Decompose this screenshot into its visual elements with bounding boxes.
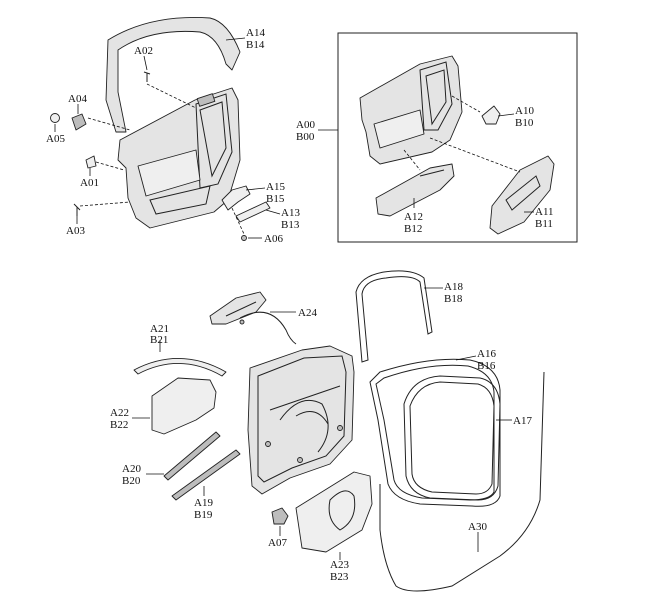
label-a21: A21 xyxy=(150,323,169,335)
label-a24: A24 xyxy=(298,307,317,319)
part-a10-clip xyxy=(481,105,501,125)
label-a17: A17 xyxy=(513,415,532,427)
label-b16: B16 xyxy=(477,360,496,372)
label-a30: A30 xyxy=(468,521,487,533)
part-a30-weatherstrip xyxy=(379,371,545,592)
part-a00-trim-panel xyxy=(359,55,463,165)
label-b19: B19 xyxy=(194,509,213,521)
label-a01: A01 xyxy=(80,177,99,189)
part-a03-pin-icon xyxy=(73,203,81,216)
part-door-shell xyxy=(247,345,355,495)
label-b23: B23 xyxy=(330,571,349,583)
detail-box: A00 B00 A10 B10 A12 B12 A11 B11 xyxy=(296,32,578,243)
label-a06: A06 xyxy=(264,233,283,245)
label-b12: B12 xyxy=(404,223,422,235)
label-a22: A22 xyxy=(110,407,129,419)
part-a02-screw-icon xyxy=(143,71,151,82)
part-a11-switch-pack xyxy=(489,155,555,235)
part-a05-clip-icon xyxy=(50,113,60,123)
label-b00: B00 xyxy=(296,131,315,143)
door-shell-assembly: A24 A21 B21 A22 B22 A20 B20 A19 B19 A0 xyxy=(110,270,545,592)
part-a06-screw-icon xyxy=(241,235,247,241)
label-b10: B10 xyxy=(515,117,534,129)
callouts-upper-left: A14 B14 A02 A04 A05 A01 A03 A15 B15 A13 … xyxy=(46,27,300,245)
label-a11: A11 xyxy=(535,206,554,218)
label-a04: A04 xyxy=(68,93,87,105)
part-a16-door-seal xyxy=(369,358,501,507)
label-a02: A02 xyxy=(134,45,153,57)
part-a17-secondary-seal xyxy=(403,375,501,501)
part-a18-glass-run-seal xyxy=(355,270,433,363)
part-a23-inner-panel xyxy=(295,471,373,553)
label-a19: A19 xyxy=(194,497,213,509)
part-a19-strip xyxy=(171,449,241,501)
label-a13: A13 xyxy=(281,207,300,219)
label-a14: A14 xyxy=(246,27,265,39)
label-b22: B22 xyxy=(110,419,128,431)
part-a20-strip xyxy=(163,431,221,481)
part-a24-exterior-handle xyxy=(209,291,267,325)
part-a14-trim-strip xyxy=(105,17,241,133)
label-a20: A20 xyxy=(122,463,141,475)
part-a07-bump-stop xyxy=(271,507,289,525)
label-b13: B13 xyxy=(281,219,300,231)
label-a23: A23 xyxy=(330,559,349,571)
part-a04-fastener-icon xyxy=(71,113,87,131)
label-a16: A16 xyxy=(477,348,496,360)
part-a13-strip xyxy=(235,201,271,223)
label-a00: A00 xyxy=(296,119,315,131)
part-a12-armrest xyxy=(375,163,455,217)
label-a18: A18 xyxy=(444,281,463,293)
label-a07: A07 xyxy=(268,537,287,549)
part-a22-window-glass xyxy=(151,377,217,435)
label-a15: A15 xyxy=(266,181,285,193)
door-trim-assembly xyxy=(50,17,271,241)
part-a01-clip-icon xyxy=(85,155,97,169)
label-a10: A10 xyxy=(515,105,534,117)
label-b11: B11 xyxy=(535,218,553,230)
detail-box-frame xyxy=(337,32,578,243)
part-a21-strip xyxy=(133,358,227,377)
label-a12: A12 xyxy=(404,211,423,223)
part-a15-bracket xyxy=(221,185,251,211)
label-b18: B18 xyxy=(444,293,463,305)
label-a05: A05 xyxy=(46,133,65,145)
label-a03: A03 xyxy=(66,225,85,237)
label-b14: B14 xyxy=(246,39,265,51)
label-b20: B20 xyxy=(122,475,141,487)
label-b15: B15 xyxy=(266,193,285,205)
label-b21: B21 xyxy=(150,334,168,346)
